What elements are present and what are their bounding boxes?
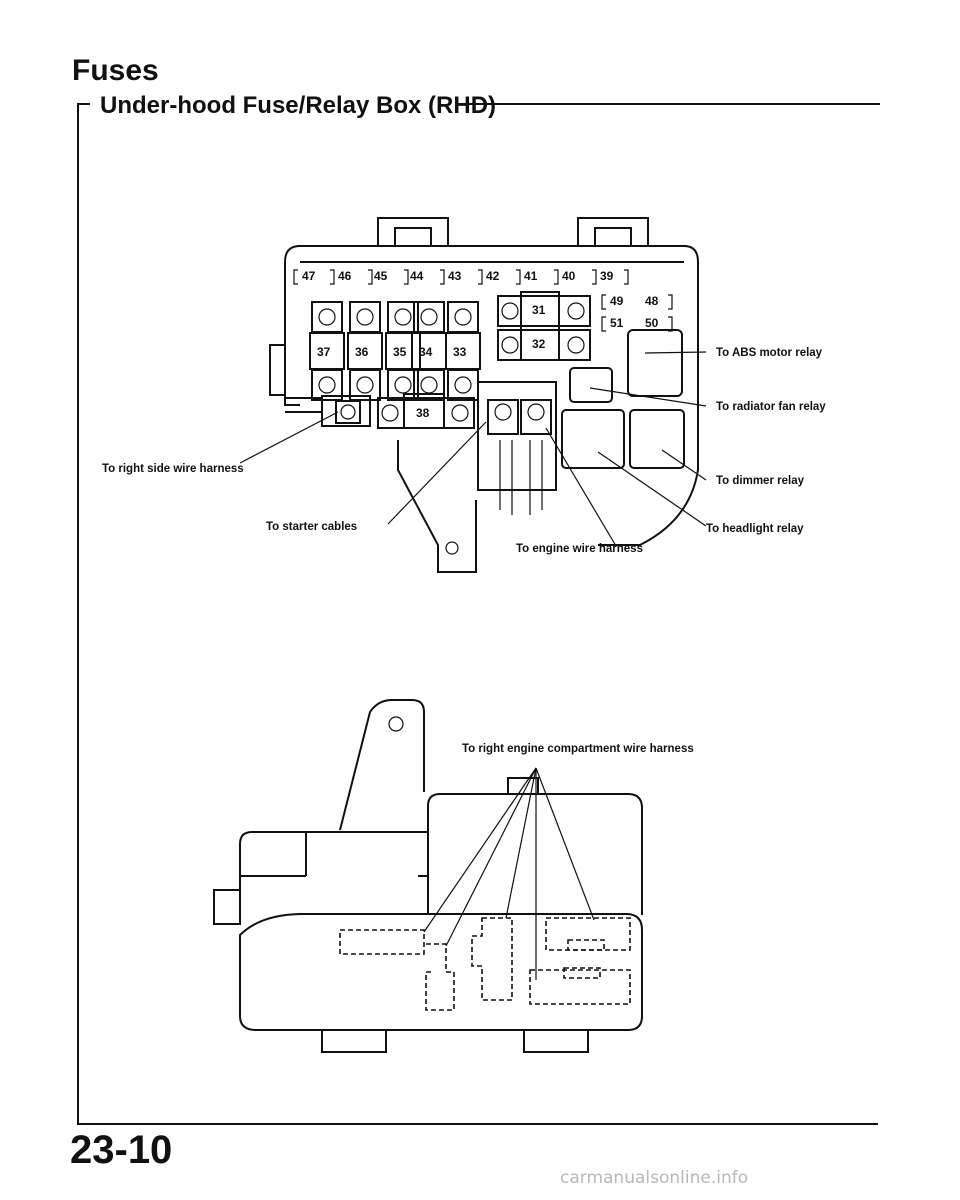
fuse-46-label: 46	[338, 269, 352, 283]
fuse-37-label: 37	[317, 345, 331, 359]
dimmer-relay	[561, 409, 625, 469]
right-small-fuses: 49 48 51 50	[601, 294, 673, 332]
top-fuse-row: 47 46 45 44 43 42 41 40 39	[293, 269, 629, 285]
abs-motor-relay-callout: To ABS motor relay	[716, 347, 823, 359]
fuse-42-label: 42	[486, 269, 500, 283]
mounting-hole-icon	[388, 716, 404, 732]
watermark: carmanualsonline.info	[560, 1168, 749, 1188]
fuse-41-label: 41	[524, 269, 538, 283]
abs-motor-relay	[627, 329, 683, 397]
fuse-43-label: 43	[448, 269, 462, 283]
fuse-box-bottom-view	[213, 699, 643, 1053]
starter-cables-callout: To starter cables	[266, 521, 357, 533]
headlight-relay	[629, 409, 685, 469]
right-engine-compartment-harness-callout: To right engine compartment wire harness	[462, 743, 694, 755]
fuse-38-label: 38	[416, 406, 430, 420]
section-frame	[77, 103, 880, 1125]
radiator-fan-relay-callout: To radiator fan relay	[716, 401, 826, 413]
fuse-36-label: 36	[355, 345, 369, 359]
top-leader-lines	[239, 351, 707, 547]
page-title: Fuses	[72, 54, 159, 87]
bottom-leader-lines	[423, 767, 595, 980]
fuse-47-label: 47	[302, 269, 316, 283]
dimmer-relay-callout: To dimmer relay	[716, 475, 805, 487]
fuse-45-label: 45	[374, 269, 388, 283]
section-subtitle: Under-hood Fuse/Relay Box (RHD)	[100, 92, 497, 119]
horizontal-fuses: 31 32 38	[377, 291, 591, 429]
fuse-40-label: 40	[562, 269, 576, 283]
right-side-wire-harness-callout: To right side wire harness	[102, 463, 244, 475]
fuse-32-label: 32	[532, 337, 546, 351]
fuse-35-label: 35	[393, 345, 407, 359]
fuse-49-label: 49	[610, 294, 624, 308]
fuse-48-label: 48	[645, 294, 659, 308]
fuse-33-label: 33	[453, 345, 467, 359]
vertical-fuse-row: 37 36 35 34 33	[309, 301, 481, 401]
fuse-50-label: 50	[645, 316, 659, 330]
headlight-relay-callout: To headlight relay	[706, 523, 804, 535]
fuse-39-label: 39	[600, 269, 614, 283]
radiator-fan-relay	[569, 367, 613, 403]
fuse-51-label: 51	[610, 316, 624, 330]
engine-wire-harness-callout: To engine wire harness	[516, 543, 643, 555]
fuse-box-top-view: 47 46 45 44 43 42 41 40 39	[239, 217, 707, 573]
fuse-34-label: 34	[419, 345, 433, 359]
mounting-hole-icon	[445, 541, 459, 555]
fuse-31-label: 31	[532, 303, 546, 317]
page-number: 23-10	[70, 1128, 173, 1172]
fuse-44-label: 44	[410, 269, 424, 283]
